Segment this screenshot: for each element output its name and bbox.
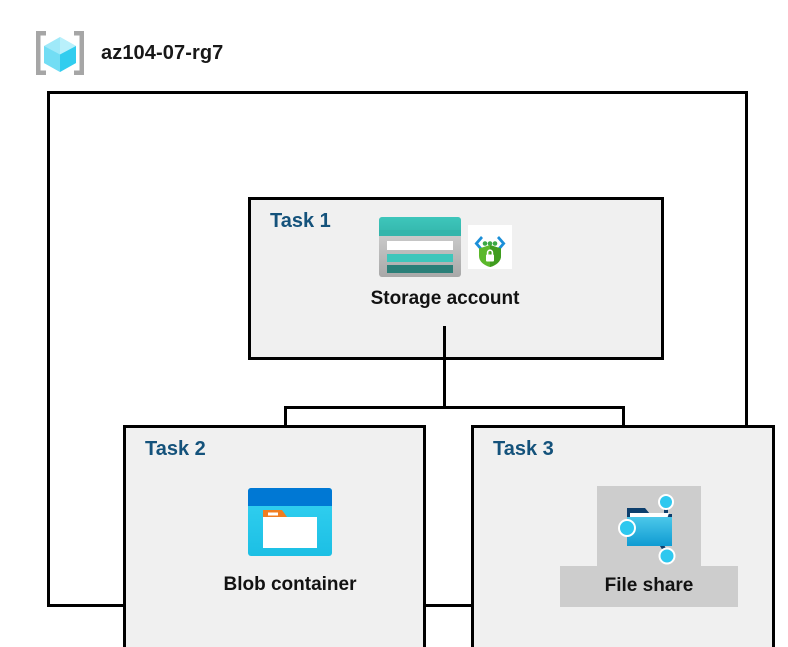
file-share-icon [597, 486, 701, 568]
secure-endpoint-shield-icon [468, 225, 512, 269]
resource-group-name: az104-07-rg7 [101, 41, 224, 64]
file-share-label: File share [560, 566, 738, 607]
connector-horizontal-bar [284, 406, 625, 409]
resource-group-icon [33, 27, 87, 79]
task-3-label: Task 3 [493, 438, 554, 460]
resource-group-container: Task 1 [47, 91, 775, 647]
node-file-share[interactable]: File share [560, 486, 738, 607]
task-2-label: Task 2 [145, 438, 206, 460]
node-storage-account[interactable]: Storage account [345, 216, 545, 310]
blob-container-label: Blob container [223, 574, 357, 595]
node-blob-container[interactable]: Blob container [200, 486, 380, 596]
blob-container-icon [246, 486, 334, 558]
storage-account-icon-row [378, 216, 512, 278]
task-1-label: Task 1 [270, 210, 331, 232]
storage-account-icon [378, 216, 462, 278]
storage-account-label: Storage account [370, 288, 520, 309]
resource-group-header: az104-07-rg7 [33, 27, 223, 79]
connector-trunk [443, 326, 446, 408]
